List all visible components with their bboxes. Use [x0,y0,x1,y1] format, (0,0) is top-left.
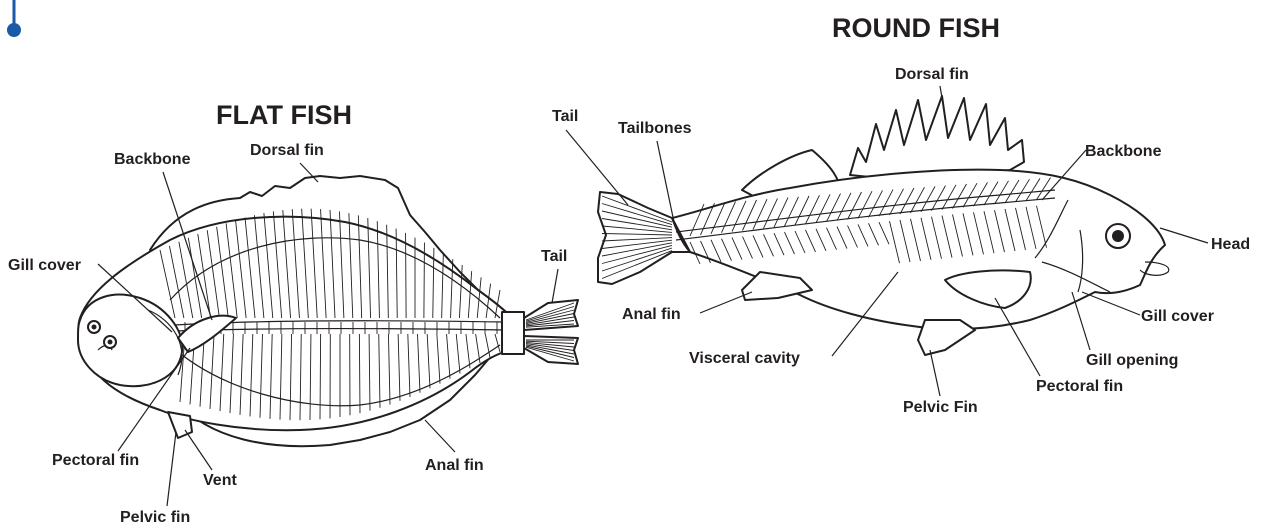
round-fish-gill-cover-leader [1082,292,1140,315]
round-fish-tail-label: Tail [552,108,578,125]
round-fish-head-label: Head [1211,236,1250,253]
round-fish-tailbones-leader [657,141,674,222]
round-fish-tail-leader [566,130,628,205]
round-fish-gill-cover-label: Gill cover [1141,308,1214,325]
fin-ray [406,233,407,318]
round-fish-spiny-dorsal-fin [850,96,1024,180]
flat-fish-anal-fin-leader [425,420,455,452]
round-fish-head-leader [1160,228,1208,243]
round-fish-dorsal-fin-label: Dorsal fin [895,66,969,83]
flat-fish-backbone-label: Backbone [114,151,191,168]
flat-fish-anal-fin-label: Anal fin [425,457,484,474]
flat-fish-tail [502,300,578,364]
flat-fish-vent-label: Vent [203,472,237,489]
round-fish-anal-fin-label: Anal fin [622,306,681,323]
round-fish-title: ROUND FISH [832,13,1000,43]
round-fish-visceral-cavity-label: Visceral cavity [689,350,800,367]
round-fish-pelvic-fin-label: Pelvic Fin [903,399,978,416]
round-fish-body [672,170,1165,329]
round-fish-pelvic-fin [918,320,975,355]
flat-fish-pelvic-fin-leader [167,432,176,506]
flat-fish-tail-label: Tail [541,248,567,265]
fin-ray [359,334,360,413]
round-fish-gill-opening-label: Gill opening [1086,352,1178,369]
round-fish-tail [598,192,690,284]
round-fish-gill-opening-leader [1072,292,1090,350]
round-fish-pectoral-fin-label: Pectoral fin [1036,378,1123,395]
flat-fish-illustration [78,176,578,446]
round-fish-tailbones-label: Tailbones [618,120,692,137]
round-fish-anal-fin-leader [700,292,752,313]
round-fish-pelvic-fin-leader [930,350,940,396]
flat-fish-tail-leader [552,269,558,303]
flat-fish-vent-leader [185,430,212,470]
fin-ray [424,243,425,318]
corner-accent-marker [7,0,21,37]
flat-fish-dorsal-fin-label: Dorsal fin [250,142,324,159]
fin-ray [320,334,321,419]
flat-fish-pectoral-fin-label: Pectoral fin [52,452,139,469]
flat-fish-gill-cover-label: Gill cover [8,257,81,274]
flat-fish-title: FLAT FISH [216,100,352,130]
flat-fish-pelvic-fin-label: Pelvic fin [120,509,190,526]
round-fish-backbone-label: Backbone [1085,143,1162,160]
